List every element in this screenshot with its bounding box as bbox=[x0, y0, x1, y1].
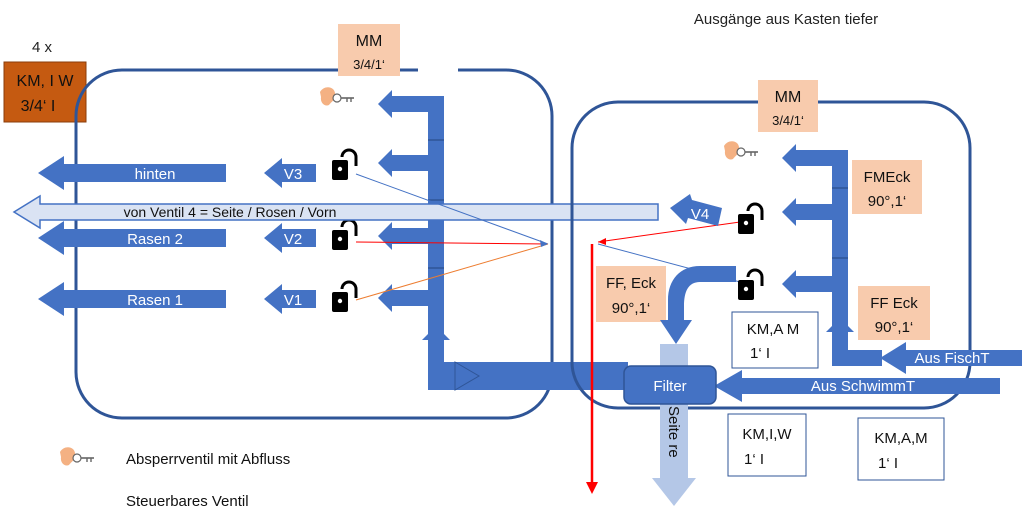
valve-v2-lock-icon bbox=[330, 218, 358, 252]
valve-v1-label: V1 bbox=[284, 292, 302, 309]
shutoff-valve-key-icon bbox=[319, 86, 355, 107]
left-mm-box bbox=[338, 24, 400, 76]
right-manifold bbox=[782, 144, 882, 366]
count-label: 4 x bbox=[32, 39, 53, 56]
ff-eck-right-box bbox=[858, 286, 930, 340]
km-iw-bottom-box bbox=[727, 413, 807, 477]
right-mm-box bbox=[758, 80, 818, 132]
fmeck-line1: FMEck bbox=[864, 169, 911, 186]
output-rasen2-label: Rasen 2 bbox=[127, 231, 183, 248]
output-hinten: hinten V3 bbox=[38, 156, 316, 190]
valve-v4-lock-icon bbox=[736, 202, 764, 236]
fmeck-line2: 90°,1‘ bbox=[868, 193, 907, 210]
km-iw-line2: 3/4‘ I bbox=[21, 98, 56, 115]
input-schwimmt-label: Aus SchwimmT bbox=[811, 378, 915, 395]
input-fischt-arrow: Aus FischT bbox=[880, 342, 1022, 374]
header-note: Ausgänge aus Kasten tiefer bbox=[694, 11, 878, 28]
ff-eck-left-box bbox=[596, 266, 666, 322]
ff-eck-right-line2: 90°,1‘ bbox=[875, 319, 914, 336]
km-am-inner-line2: 1‘ I bbox=[750, 345, 770, 362]
filter-box bbox=[623, 365, 717, 405]
km-am-bottom-line1: KM,A,M bbox=[874, 430, 927, 447]
input-fischt-label: Aus FischT bbox=[914, 350, 989, 367]
valve-v5-label: V5 bbox=[707, 286, 725, 303]
km-am-bottom-box bbox=[857, 417, 945, 481]
legend-controllable-label: Steuerbares Ventil bbox=[126, 493, 249, 510]
km-iw-line1: KM, I W bbox=[17, 73, 75, 90]
left-branch-pipes bbox=[378, 90, 444, 312]
output-rasen1-label: Rasen 1 bbox=[127, 292, 183, 309]
seite-re-label: Seite re bbox=[665, 406, 682, 458]
left-mm-sub: 3/4/1‘ bbox=[353, 57, 385, 72]
legend-key-icon bbox=[59, 446, 95, 467]
km-am-bottom-line2: 1‘ I bbox=[878, 455, 898, 472]
through-label: von Ventil 4 = Seite / Rosen / Vorn bbox=[124, 204, 337, 220]
km-iw-bottom-line2: 1‘ I bbox=[744, 451, 764, 468]
red-drain-arrow bbox=[586, 244, 598, 494]
ff-eck-right-line1: FF Eck bbox=[870, 295, 918, 312]
right-mm-label: MM bbox=[775, 89, 802, 106]
valve-v4-arrow: V4 bbox=[670, 194, 722, 226]
km-iw-bottom-line1: KM,I,W bbox=[742, 426, 792, 443]
valve-v3-lock-icon bbox=[330, 148, 358, 182]
km-iw-box bbox=[3, 61, 87, 123]
km-am-inner-line1: KM,A M bbox=[747, 321, 800, 338]
fmeck-box bbox=[852, 160, 922, 214]
input-schwimmt-arrow: Aus SchwimmT bbox=[714, 370, 1000, 402]
through-arrow bbox=[12, 194, 659, 230]
valve-v5-arrow: V5 bbox=[660, 266, 736, 344]
ff-eck-left-line1: FF, Eck bbox=[606, 275, 657, 292]
legend-shutoff-label: Absperrventil mit Abfluss bbox=[126, 451, 290, 468]
valve-v3-label: V3 bbox=[284, 166, 302, 183]
right-mm-sub: 3/4/1‘ bbox=[772, 113, 804, 128]
output-rasen1: Rasen 1 V1 bbox=[38, 282, 316, 316]
left-manifold bbox=[422, 96, 628, 391]
valve-v1-lock-icon bbox=[330, 280, 358, 314]
valve-v4-label: V4 bbox=[691, 206, 709, 223]
filter-label: Filter bbox=[653, 378, 686, 395]
valve-v5-lock-icon bbox=[736, 268, 764, 302]
ff-eck-left-line2: 90°,1‘ bbox=[612, 300, 651, 317]
left-mm-label: MM bbox=[356, 33, 383, 50]
km-am-inner-box bbox=[731, 311, 819, 369]
output-rasen2: Rasen 2 V2 bbox=[38, 221, 316, 255]
output-hinten-label: hinten bbox=[135, 166, 176, 183]
shutoff-valve-key-icon bbox=[723, 140, 759, 161]
valve-v2-label: V2 bbox=[284, 231, 302, 248]
